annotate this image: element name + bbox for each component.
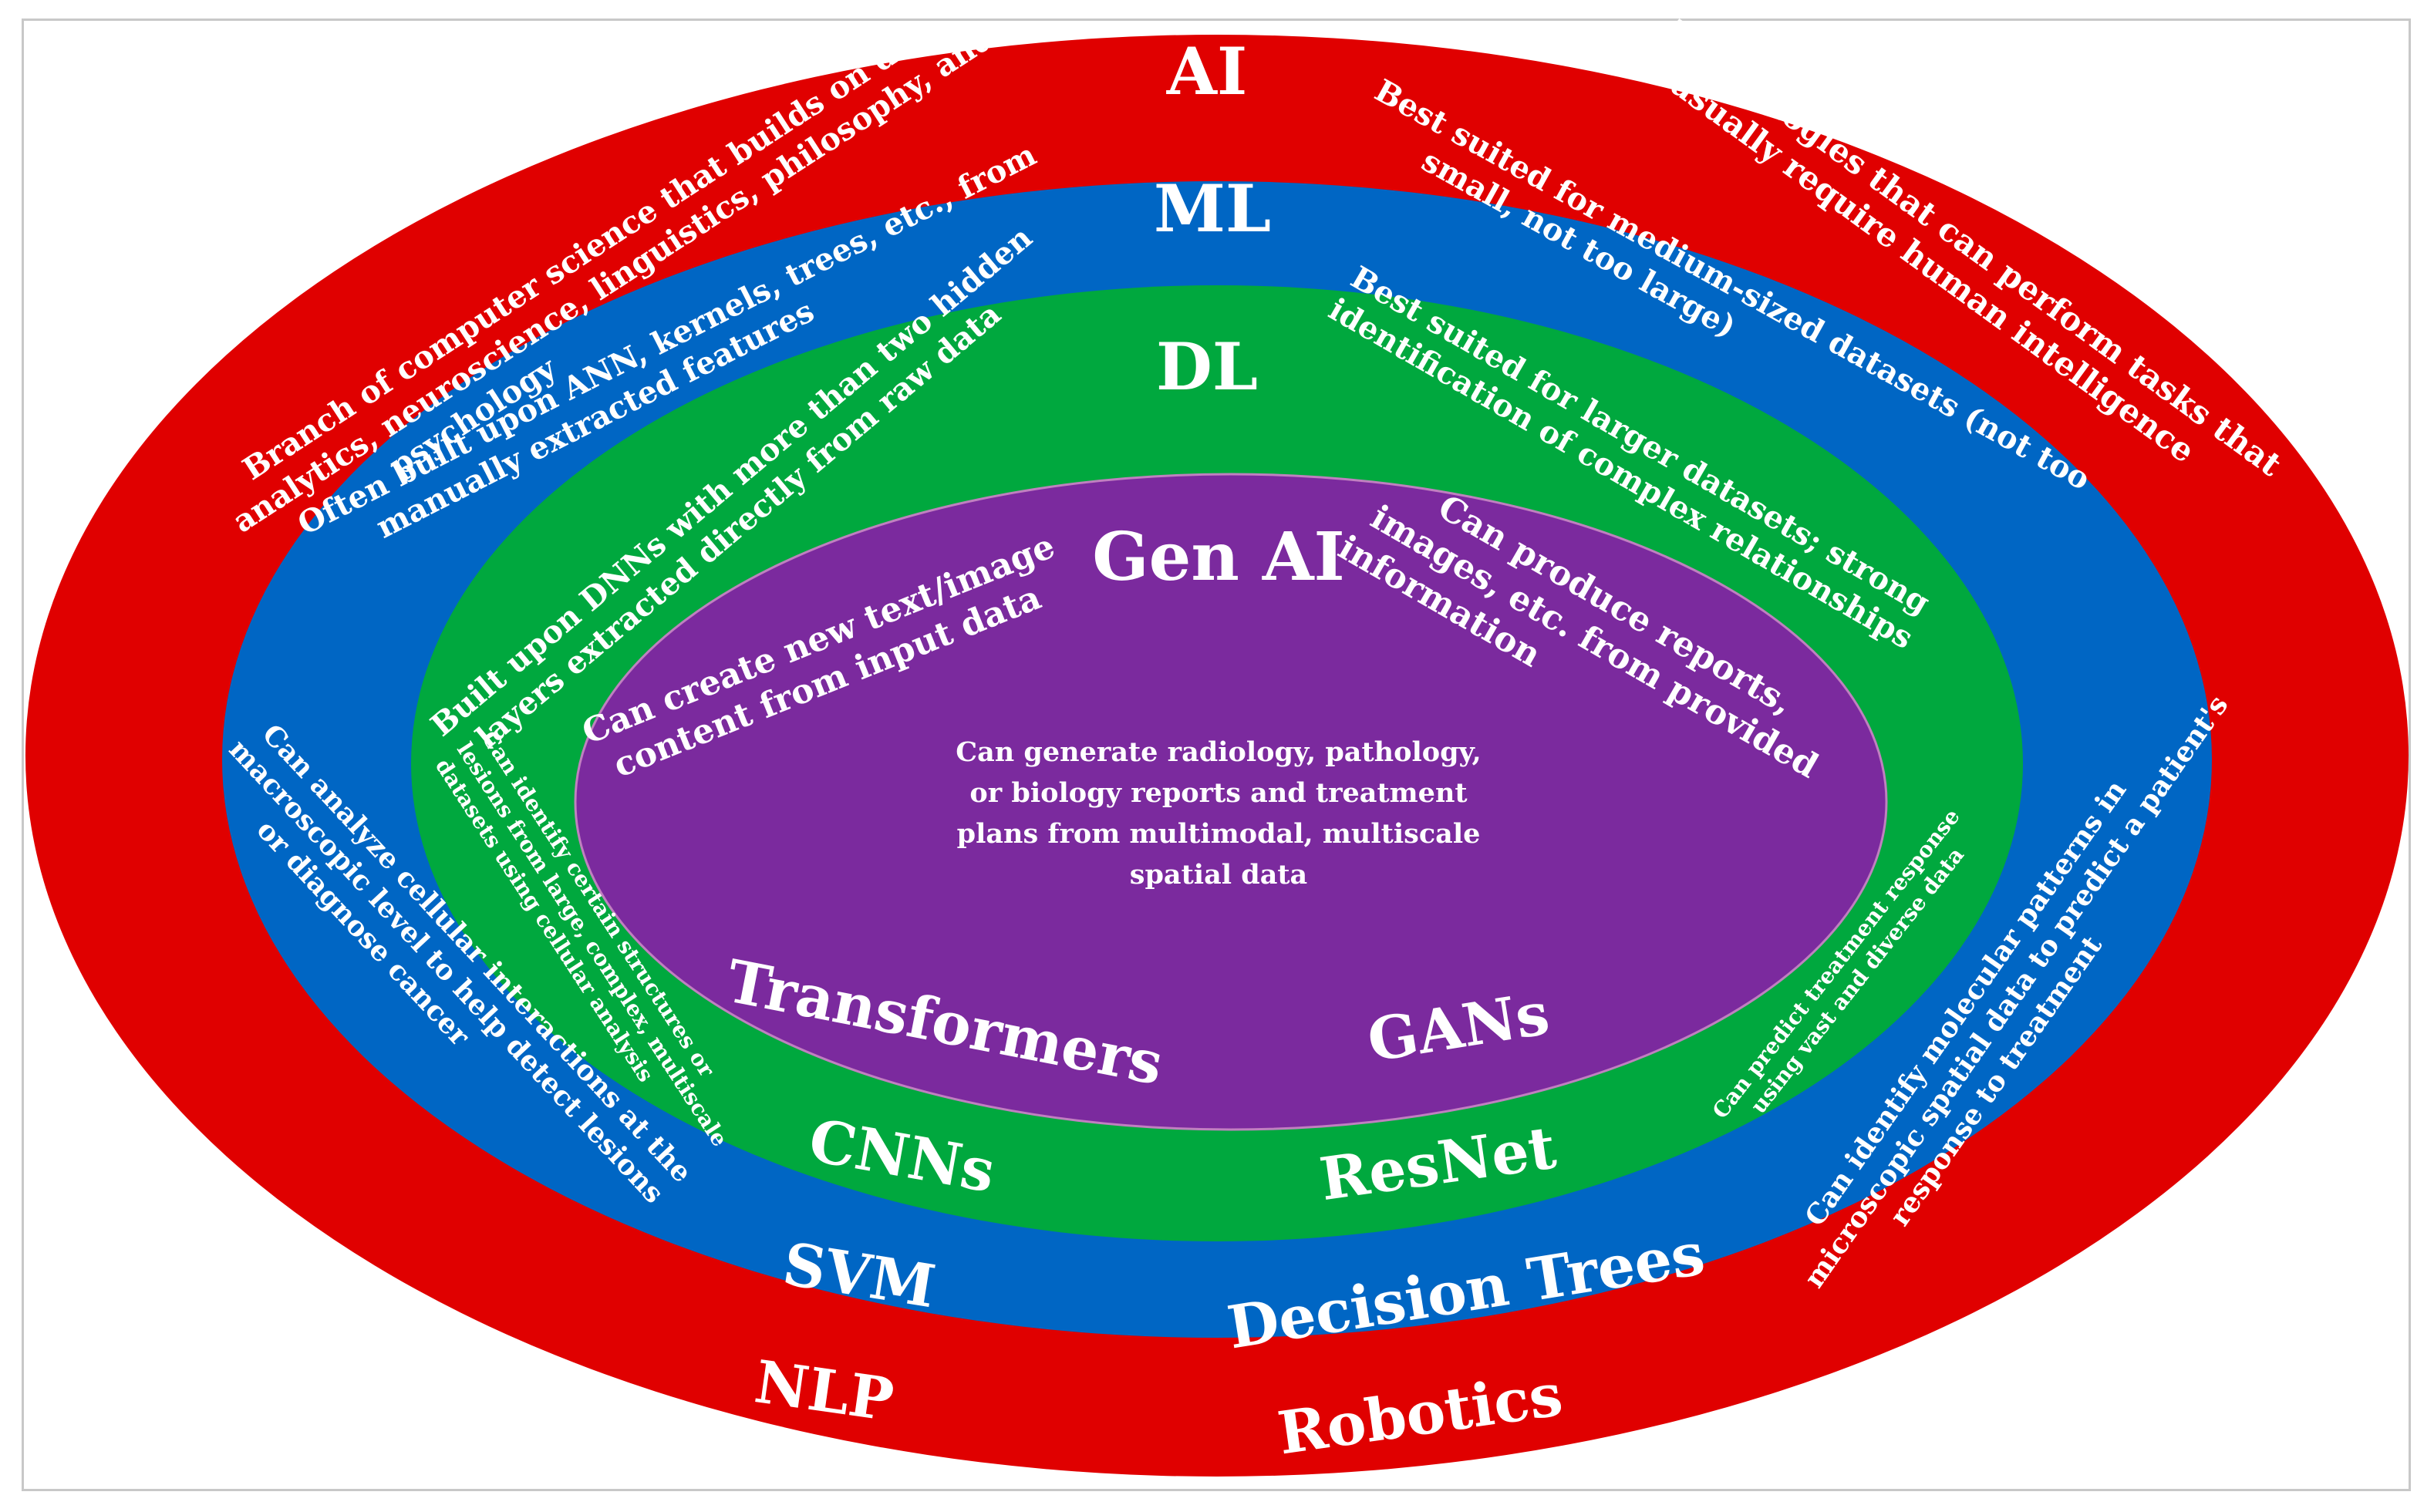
- genai-center-description: Can generate radiology, pathology, or bi…: [956, 736, 1481, 891]
- ai-title: AI: [1166, 33, 1247, 109]
- genai-center-desc-line: Can generate radiology, pathology,: [956, 736, 1481, 768]
- genai-title: Gen AI: [1092, 518, 1345, 596]
- genai-center-desc-line: plans from multimodal, multiscale: [957, 818, 1481, 850]
- dl-title: DL: [1156, 328, 1258, 405]
- genai-center-desc-line: spatial data: [1130, 859, 1307, 891]
- genai-center-desc-line: or biology reports and treatment: [969, 777, 1467, 809]
- genai-ellipse: [574, 473, 1888, 1131]
- ml-title: ML: [1154, 170, 1271, 247]
